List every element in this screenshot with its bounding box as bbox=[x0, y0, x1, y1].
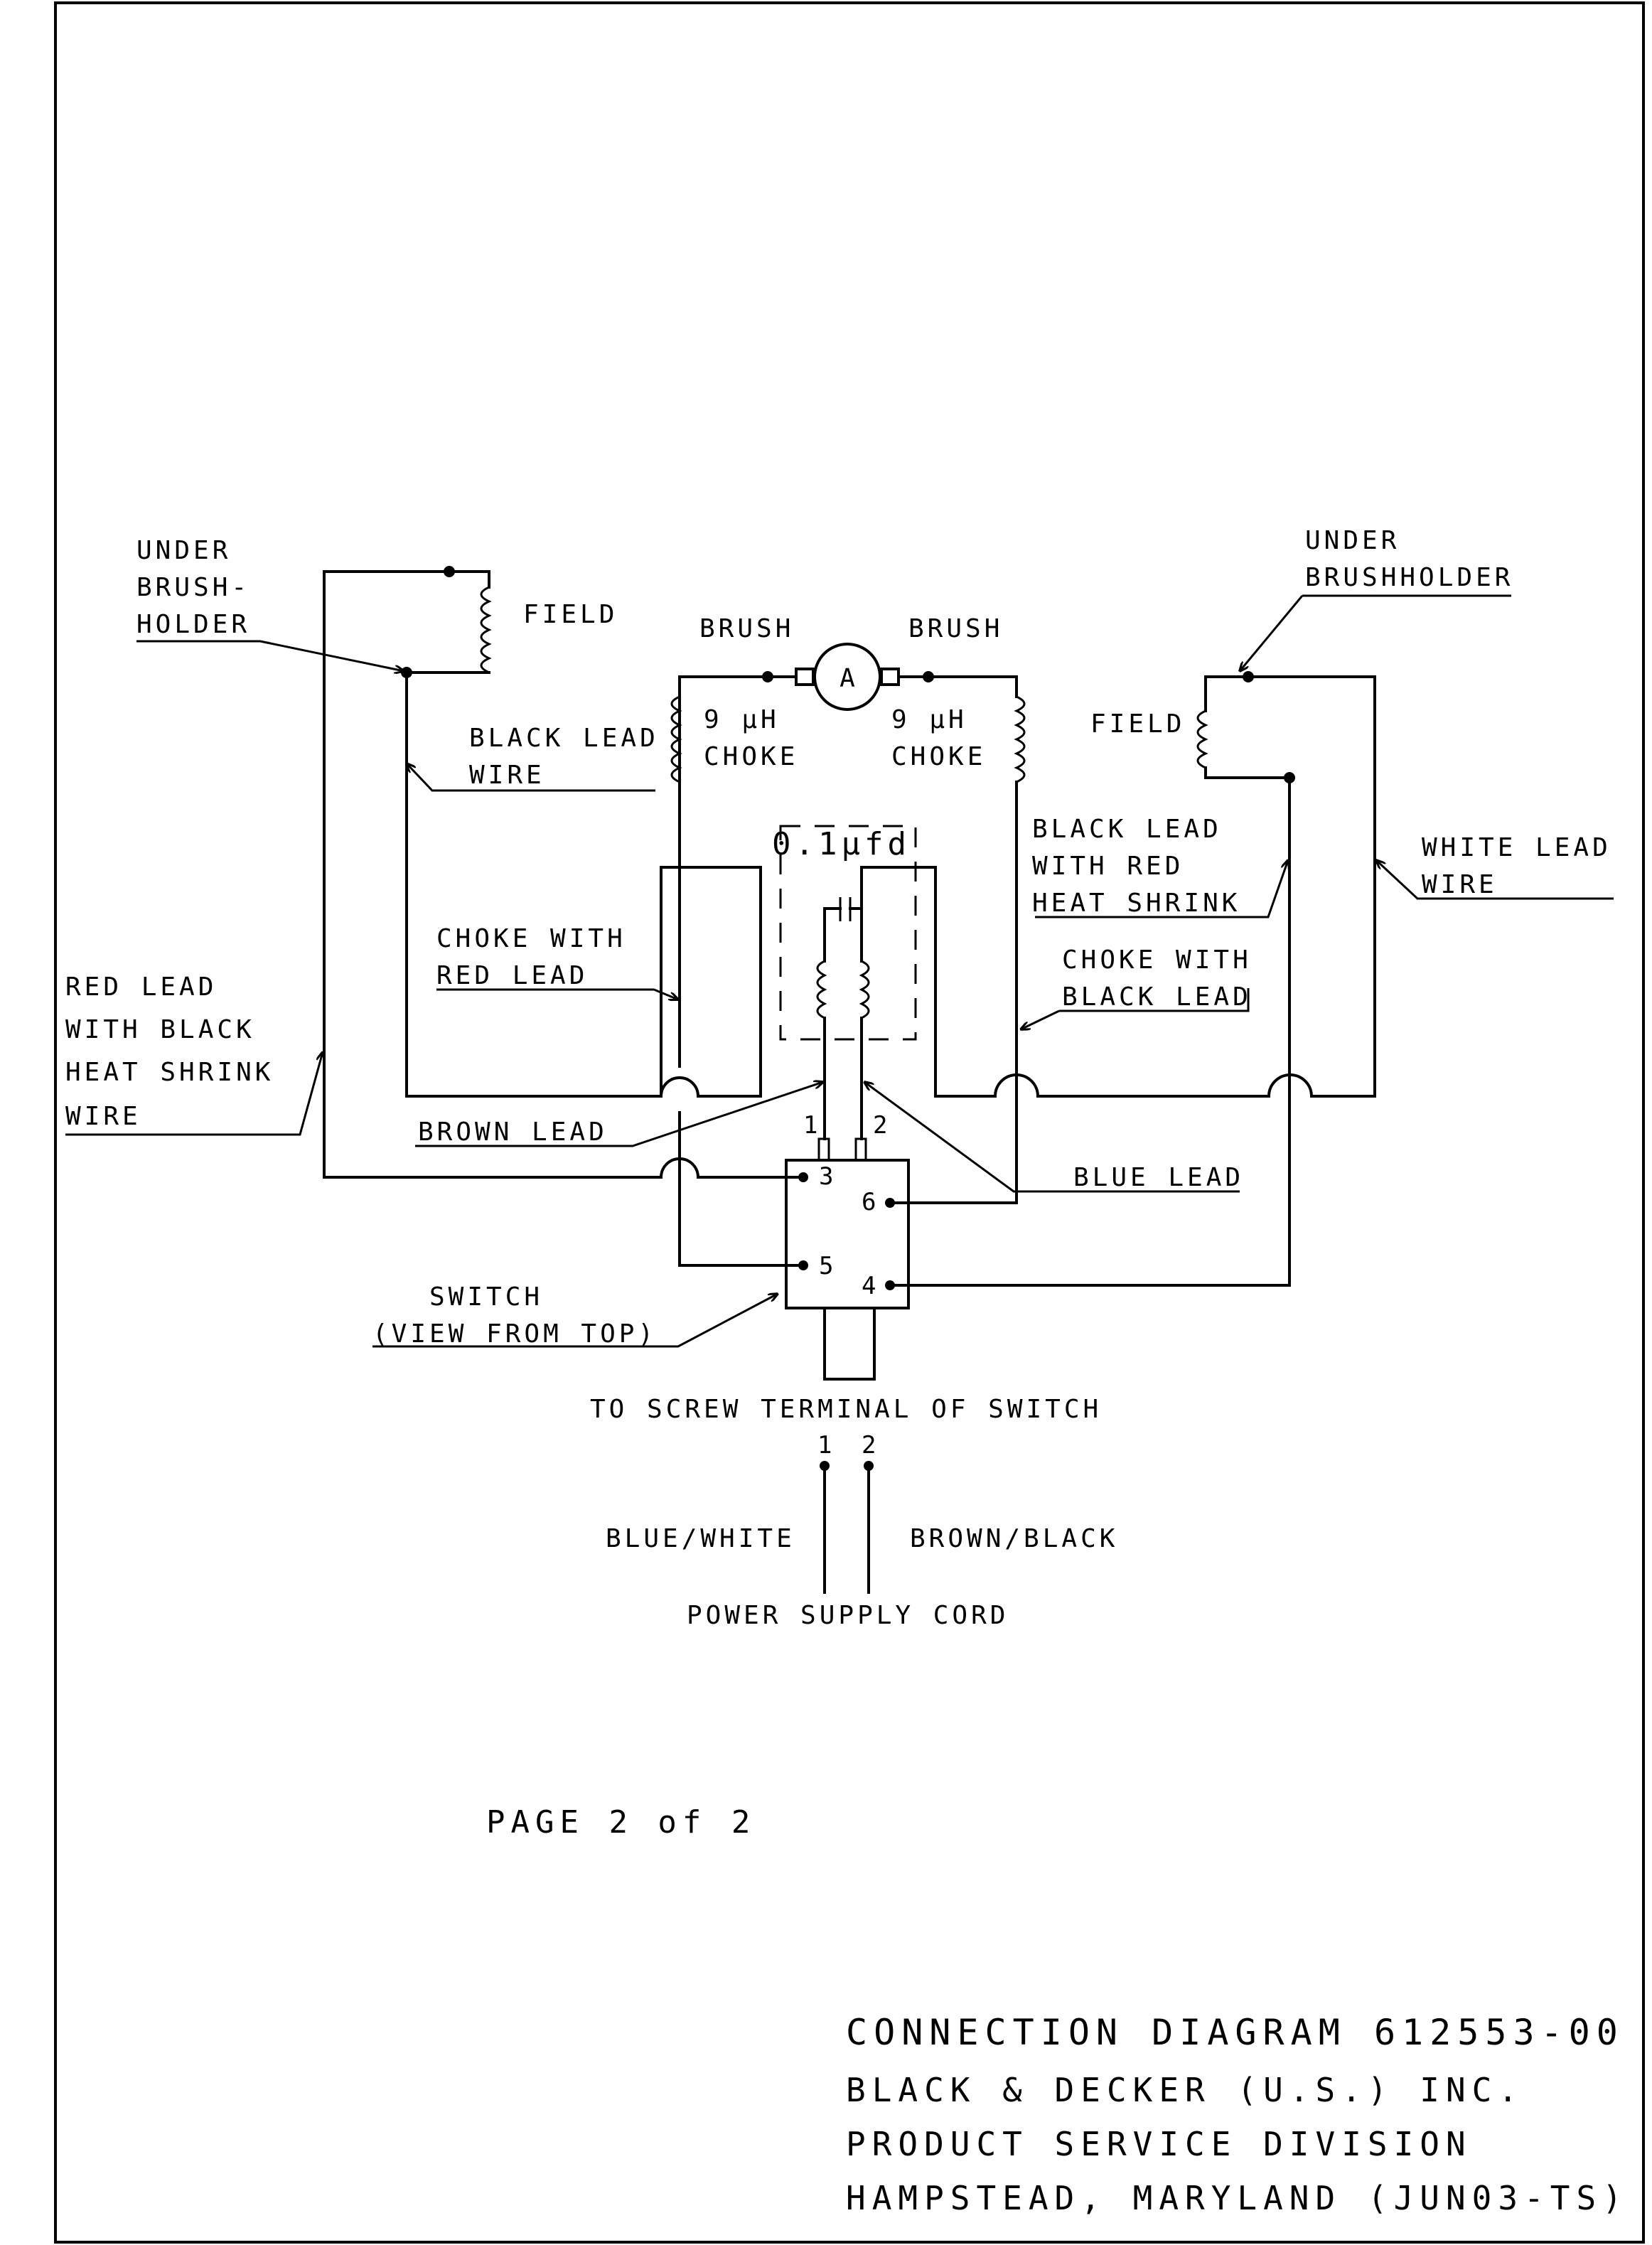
left-choke-red-line2: RED LEAD bbox=[436, 961, 588, 990]
left-choke-red-line1: CHOKE WITH bbox=[436, 924, 626, 953]
right-choke-coil-icon bbox=[1014, 695, 1026, 783]
page-border bbox=[54, 1, 1645, 2244]
choke-left-line1: 9 µH bbox=[704, 705, 780, 734]
right-choke-black-line1: CHOKE WITH bbox=[1062, 945, 1252, 975]
page-number: PAGE 2 of 2 bbox=[486, 1804, 756, 1841]
right-field-label: FIELD bbox=[1090, 709, 1185, 739]
choke-right-line1: 9 µH bbox=[891, 705, 967, 734]
white-lead-line2: WIRE bbox=[1422, 870, 1498, 899]
leader-lines bbox=[65, 594, 1614, 1348]
red-lead-line3: HEAT SHRINK bbox=[65, 1058, 274, 1087]
left-under-brushholder-line3: HOLDER bbox=[136, 610, 250, 639]
switch-terminal-6: 6 bbox=[862, 1188, 876, 1216]
title-block-title: CONNECTION DIAGRAM 612553-00 bbox=[846, 2012, 1624, 2053]
left-field-coil-icon bbox=[480, 586, 492, 674]
lead-terminal-2: 2 bbox=[873, 1111, 887, 1140]
armature-icon: A bbox=[813, 643, 881, 711]
switch-terminal-4: 4 bbox=[862, 1272, 876, 1300]
armature-label: A bbox=[840, 664, 855, 693]
right-under-brushholder-line1: UNDER bbox=[1305, 526, 1400, 555]
switch-label-line2: (VIEW FROM TOP) bbox=[372, 1319, 657, 1349]
right-black-lead-line3: HEAT SHRINK bbox=[1032, 889, 1240, 918]
switch-terminal-3: 3 bbox=[819, 1162, 833, 1191]
choke-right-line2: CHOKE bbox=[891, 742, 986, 771]
armature-circuit: A bbox=[405, 643, 1376, 1267]
lead-terminal-1: 1 bbox=[803, 1111, 817, 1140]
right-black-lead-line2: WITH RED bbox=[1032, 852, 1184, 881]
blue-lead-label: BLUE LEAD bbox=[1073, 1163, 1244, 1192]
left-under-brushholder-line2: BRUSH- bbox=[136, 573, 250, 602]
right-under-brushholder-line2: BRUSHHOLDER bbox=[1305, 563, 1513, 592]
left-under-brushholder-line1: UNDER bbox=[136, 536, 231, 565]
brown-lead-label: BROWN LEAD bbox=[418, 1118, 608, 1147]
capacitor-coil-right-icon bbox=[859, 960, 870, 1019]
white-lead-line1: WHITE LEAD bbox=[1422, 833, 1611, 862]
power-cord bbox=[820, 1461, 874, 1594]
blue-white-label: BLUE/WHITE bbox=[606, 1524, 795, 1553]
screw-terminal-label: TO SCREW TERMINAL OF SWITCH bbox=[590, 1395, 1102, 1424]
left-black-lead-line2: WIRE bbox=[469, 761, 545, 790]
red-lead-line2: WITH BLACK bbox=[65, 1015, 255, 1044]
power-cord-label: POWER SUPPLY CORD bbox=[687, 1601, 1009, 1630]
left-black-lead-line1: BLACK LEAD bbox=[469, 724, 659, 753]
title-block-division: PRODUCT SERVICE DIVISION bbox=[846, 2125, 1472, 2163]
left-field-label: FIELD bbox=[523, 600, 618, 629]
switch-label-line1: SWITCH bbox=[429, 1282, 543, 1312]
left-field-circuit bbox=[323, 566, 663, 1179]
labels: UNDER BRUSH- HOLDER FIELD BRUSH BRUSH 9 … bbox=[65, 526, 1629, 2217]
title-block-location: HAMPSTEAD, MARYLAND (JUN03-TS) bbox=[846, 2179, 1629, 2217]
right-field-coil-icon bbox=[1196, 709, 1208, 769]
capacitor-label: 0.1µfd bbox=[772, 826, 911, 862]
capacitor-coil-left-icon bbox=[816, 960, 827, 1019]
left-choke-coil-icon bbox=[670, 695, 682, 783]
switch-body: 3 6 5 4 bbox=[785, 1159, 910, 1381]
cord-pin-1: 1 bbox=[817, 1431, 832, 1459]
red-lead-line1: RED LEAD bbox=[65, 973, 217, 1002]
wire-crossovers bbox=[659, 1073, 1314, 1179]
capacitor-outline bbox=[779, 825, 917, 1041]
brown-black-label: BROWN/BLACK bbox=[910, 1524, 1118, 1553]
cord-pin-2: 2 bbox=[862, 1431, 876, 1459]
choke-left-line2: CHOKE bbox=[704, 742, 798, 771]
right-black-lead-line1: BLACK LEAD bbox=[1032, 815, 1222, 844]
brush-left-label: BRUSH bbox=[699, 614, 794, 643]
right-choke-black-line2: BLACK LEAD bbox=[1062, 982, 1252, 1012]
title-block-company: BLACK & DECKER (U.S.) INC. bbox=[846, 2071, 1524, 2109]
red-lead-line4: WIRE bbox=[65, 1102, 141, 1131]
switch-terminal-5: 5 bbox=[819, 1252, 833, 1280]
brush-right-label: BRUSH bbox=[908, 614, 1003, 643]
